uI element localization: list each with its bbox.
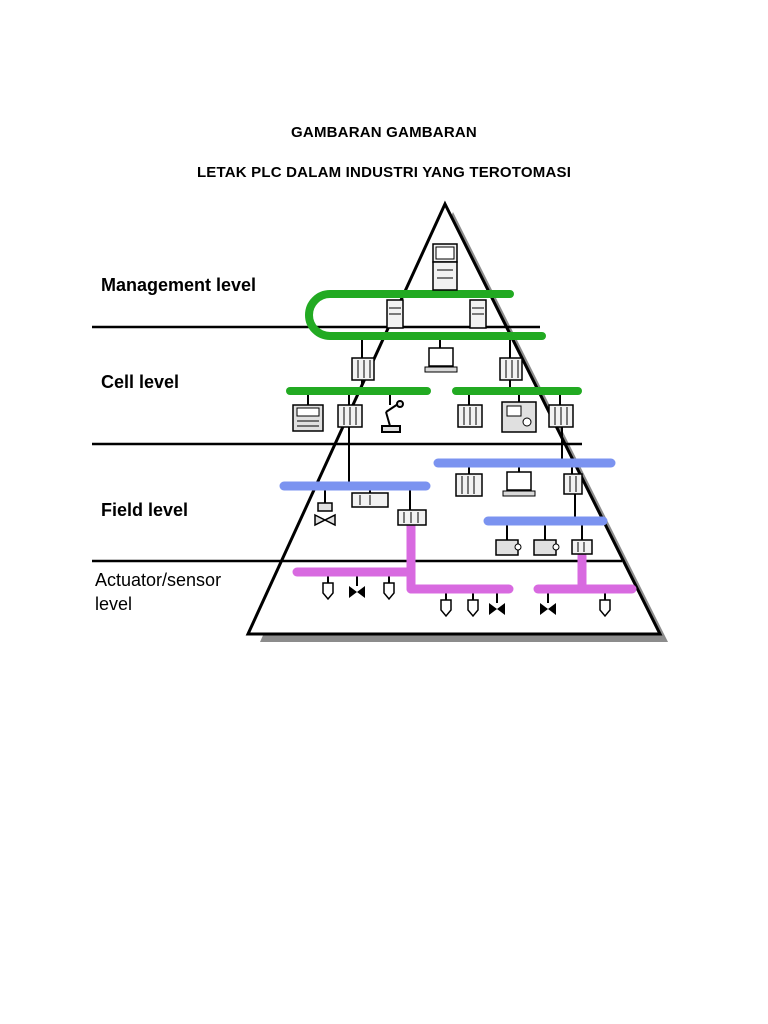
- valve-icon: [540, 603, 556, 615]
- label-actuator-sensor-line1: Actuator/sensor: [95, 570, 221, 590]
- label-actuator-sensor-line2: level: [95, 594, 132, 614]
- plc-rack-icon: [337, 404, 363, 428]
- computer-monitor-icon: [424, 347, 458, 373]
- actuator-sensor-bus: [292, 520, 637, 594]
- motor-icon: [495, 539, 522, 556]
- sensor-icon: [383, 582, 395, 601]
- label-field-level: Field level: [101, 500, 188, 520]
- cnc-machine-icon: [501, 401, 537, 433]
- operator-panel-icon: [292, 404, 324, 432]
- control-valve-icon: [314, 502, 336, 527]
- valve-icon: [349, 586, 365, 598]
- valve-icon: [489, 603, 505, 615]
- plc-rack-icon: [455, 473, 483, 497]
- motor-icon: [533, 539, 560, 556]
- document-heading-2: LETAK PLC DALAM INDUSTRI YANG TEROTOMASI: [196, 164, 572, 181]
- sensor-icon: [440, 599, 452, 618]
- plc-rack-icon: [548, 404, 574, 428]
- server-cabinet-icon: [432, 243, 458, 291]
- label-management-level: Management level: [101, 275, 256, 295]
- sensor-icon: [599, 599, 611, 618]
- document-heading-1: GAMBARAN GAMBARAN: [291, 124, 477, 141]
- plc-rack-icon: [397, 509, 427, 526]
- sensor-icon: [467, 599, 479, 618]
- label-cell-level: Cell level: [101, 372, 179, 392]
- robot-arm-icon: [381, 400, 404, 433]
- workstation-tower-icon: [386, 299, 404, 329]
- management-bus-ring: [305, 290, 546, 340]
- plc-rack-icon: [499, 357, 523, 381]
- plc-rack-icon: [351, 357, 375, 381]
- io-module-icon: [571, 539, 593, 555]
- plc-rack-icon: [457, 404, 483, 428]
- sensor-icon: [322, 582, 334, 601]
- computer-monitor-icon: [502, 471, 536, 497]
- drive-unit-icon: [351, 492, 389, 508]
- io-module-icon: [563, 473, 583, 495]
- workstation-tower-icon: [469, 299, 487, 329]
